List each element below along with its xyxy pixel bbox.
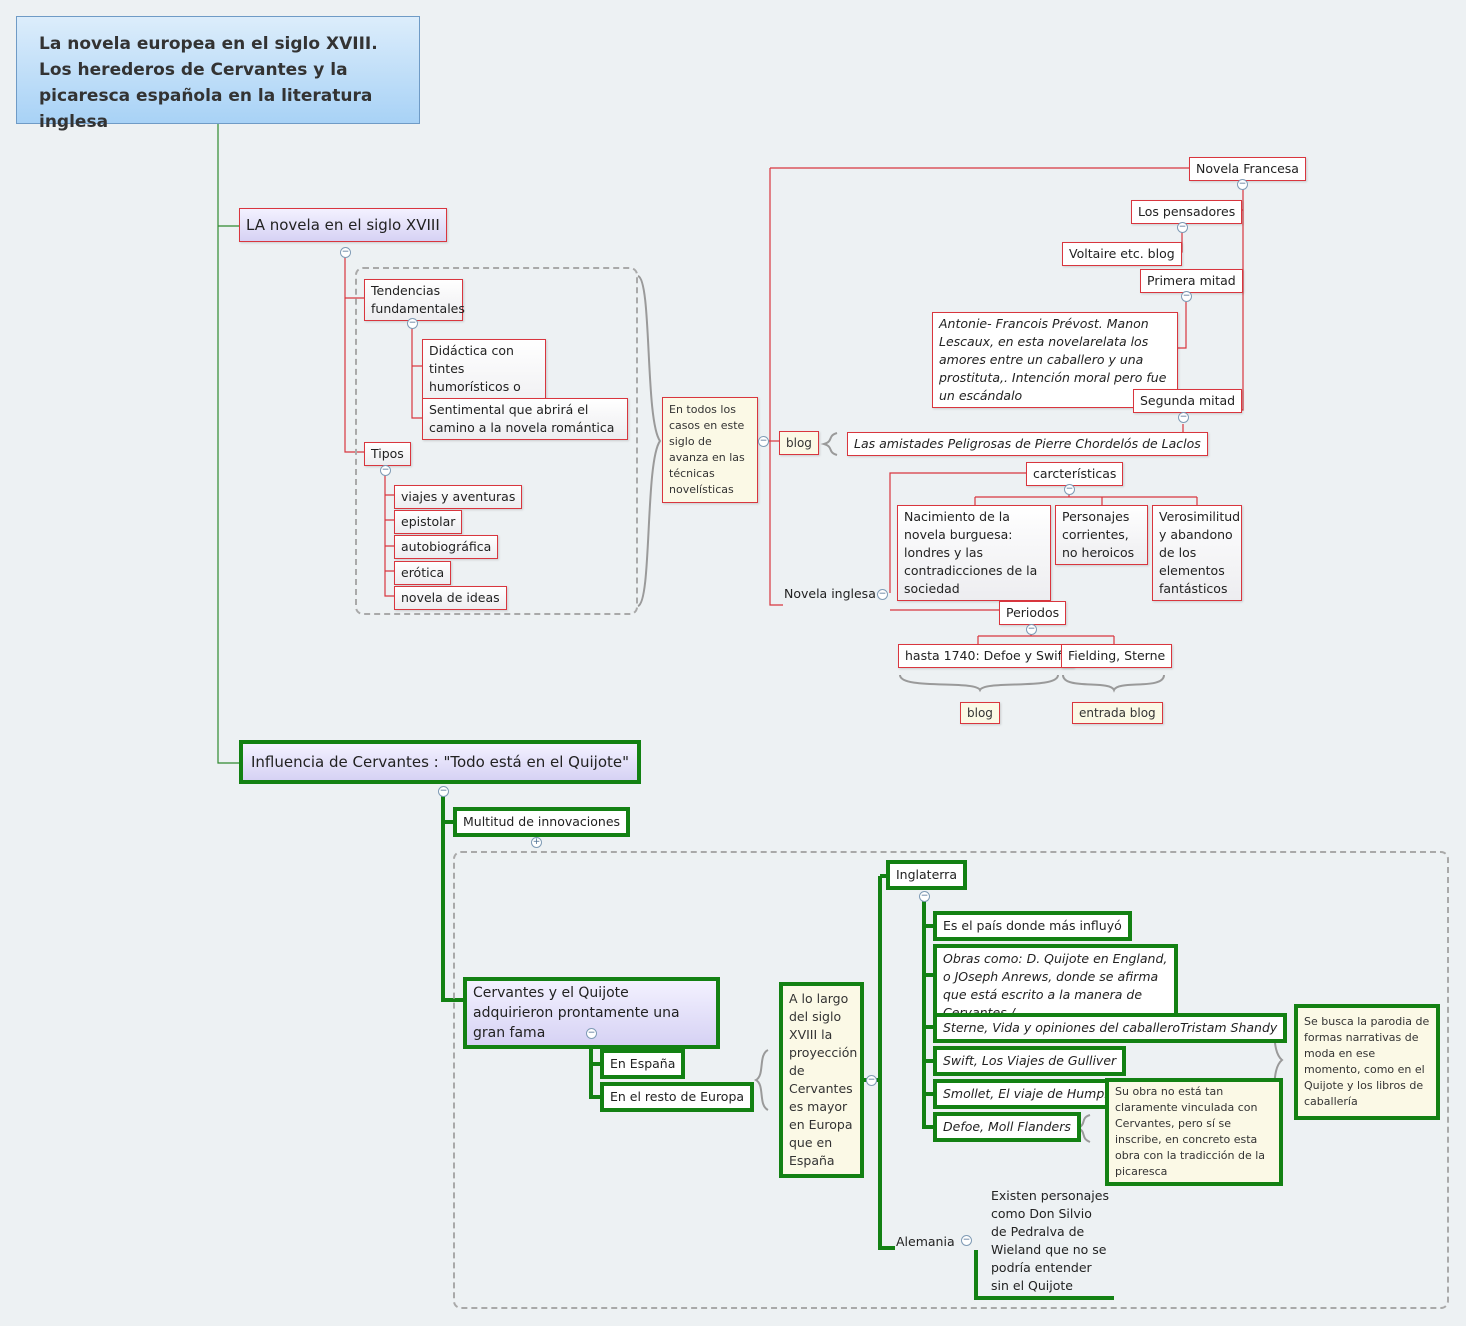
sterne-node[interactable]: Sterne, Vida y opiniones del caballeroTr… [933, 1013, 1288, 1043]
central-topic[interactable]: La novela europea en el siglo XVIII. Los… [16, 16, 420, 132]
periodos-node[interactable]: Periodos [999, 601, 1067, 625]
collapse-toggle-icon[interactable]: − [919, 891, 930, 902]
inglaterra-node[interactable]: Inglaterra [886, 860, 967, 890]
blog-link[interactable]: blog [779, 431, 819, 455]
novela-francesa-node[interactable]: Novela Francesa [1189, 157, 1306, 181]
en-resto-europa-node[interactable]: En el resto de Europa [600, 1082, 755, 1112]
collapse-toggle-icon[interactable]: − [586, 1028, 597, 1039]
collapse-toggle-icon[interactable]: − [438, 786, 449, 797]
collapse-toggle-icon[interactable]: − [1181, 291, 1192, 302]
tendencias-boundary [355, 267, 638, 615]
blog-link[interactable]: blog [960, 702, 1000, 724]
collapse-toggle-icon[interactable]: − [1064, 484, 1075, 495]
novela-inglesa-node[interactable]: Novela inglesa [784, 586, 876, 601]
collapse-toggle-icon[interactable]: − [407, 318, 418, 329]
collapse-toggle-icon[interactable]: − [866, 1075, 877, 1086]
pensadores-node[interactable]: Los pensadores [1131, 200, 1243, 224]
tipo-item[interactable]: viajes y aventuras [394, 485, 523, 509]
collapse-toggle-icon[interactable]: − [340, 247, 351, 258]
periodo-1740-node[interactable]: hasta 1740: Defoe y Swift [898, 644, 1074, 668]
multitud-node[interactable]: Multitud de innovaciones [453, 807, 631, 837]
cervantes-boundary [453, 851, 1449, 1309]
parodia-note[interactable]: Se busca la parodia de formas narrativas… [1294, 1004, 1440, 1120]
tipo-item[interactable]: erótica [394, 561, 452, 585]
tipo-item[interactable]: epistolar [394, 510, 463, 534]
influencia-cervantes-topic[interactable]: Influencia de Cervantes : "Todo está en … [239, 740, 642, 784]
collapse-toggle-icon[interactable]: − [380, 465, 391, 476]
proyeccion-node[interactable]: A lo largo del siglo XVIII la proyección… [779, 982, 864, 1178]
alemania-node[interactable]: Alemania [896, 1234, 955, 1249]
voltaire-node[interactable]: Voltaire etc. blog [1062, 242, 1182, 266]
primera-mitad-node[interactable]: Primera mitad [1140, 269, 1243, 293]
sentimental-node[interactable]: Sentimental que abrirá el camino a la no… [422, 398, 628, 440]
picaresca-note[interactable]: Su obra no está tan claramente vinculada… [1105, 1078, 1283, 1186]
expand-toggle-icon[interactable]: + [531, 837, 542, 848]
collapse-toggle-icon[interactable]: − [1178, 412, 1189, 423]
en-espana-node[interactable]: En España [600, 1049, 686, 1079]
tendencias-node[interactable]: Tendencias fundamentales [364, 279, 465, 321]
summary-node[interactable]: En todos los casos en este siglo de avan… [662, 397, 758, 503]
influyo-node[interactable]: Es el país donde más influyó [933, 911, 1132, 941]
collapse-toggle-icon[interactable]: − [1177, 222, 1188, 233]
collapse-toggle-icon[interactable]: − [1026, 624, 1037, 635]
tipos-node[interactable]: Tipos [364, 442, 411, 466]
tipo-item[interactable]: autobiográfica [394, 535, 499, 559]
swift-node[interactable]: Swift, Los Viajes de Gulliver [933, 1046, 1127, 1076]
personajes-node[interactable]: Personajes corrientes, no heroicos [1055, 505, 1148, 565]
defoe-node[interactable]: Defoe, Moll Flanders [933, 1112, 1081, 1142]
entrada-blog-link[interactable]: entrada blog [1072, 702, 1163, 724]
segunda-mitad-node[interactable]: Segunda mitad [1133, 389, 1243, 413]
caracteristicas-node[interactable]: carcterísticas [1026, 462, 1124, 486]
collapse-toggle-icon[interactable]: − [961, 1235, 972, 1246]
collapse-toggle-icon[interactable]: − [758, 436, 769, 447]
wieland-node[interactable]: Existen personajes como Don Silvio de Pe… [991, 1188, 1109, 1293]
laclos-node[interactable]: Las amistades Peligrosas de Pierre Chord… [847, 432, 1208, 456]
periodo-fielding-node[interactable]: Fielding, Sterne [1061, 644, 1173, 668]
collapse-toggle-icon[interactable]: − [877, 589, 888, 600]
smollet-node[interactable]: Smollet, El viaje de Humphrey [933, 1079, 1113, 1109]
nacimiento-node[interactable]: Nacimiento de la novela burguesa: londre… [897, 505, 1051, 601]
novela-siglo-xviii-topic[interactable]: LA novela en el siglo XVIII [239, 208, 447, 242]
collapse-toggle-icon[interactable]: − [1237, 179, 1248, 190]
verosimilitud-node[interactable]: Verosimilitud y abandono de los elemento… [1152, 505, 1242, 601]
tipo-item[interactable]: novela de ideas [394, 586, 507, 610]
